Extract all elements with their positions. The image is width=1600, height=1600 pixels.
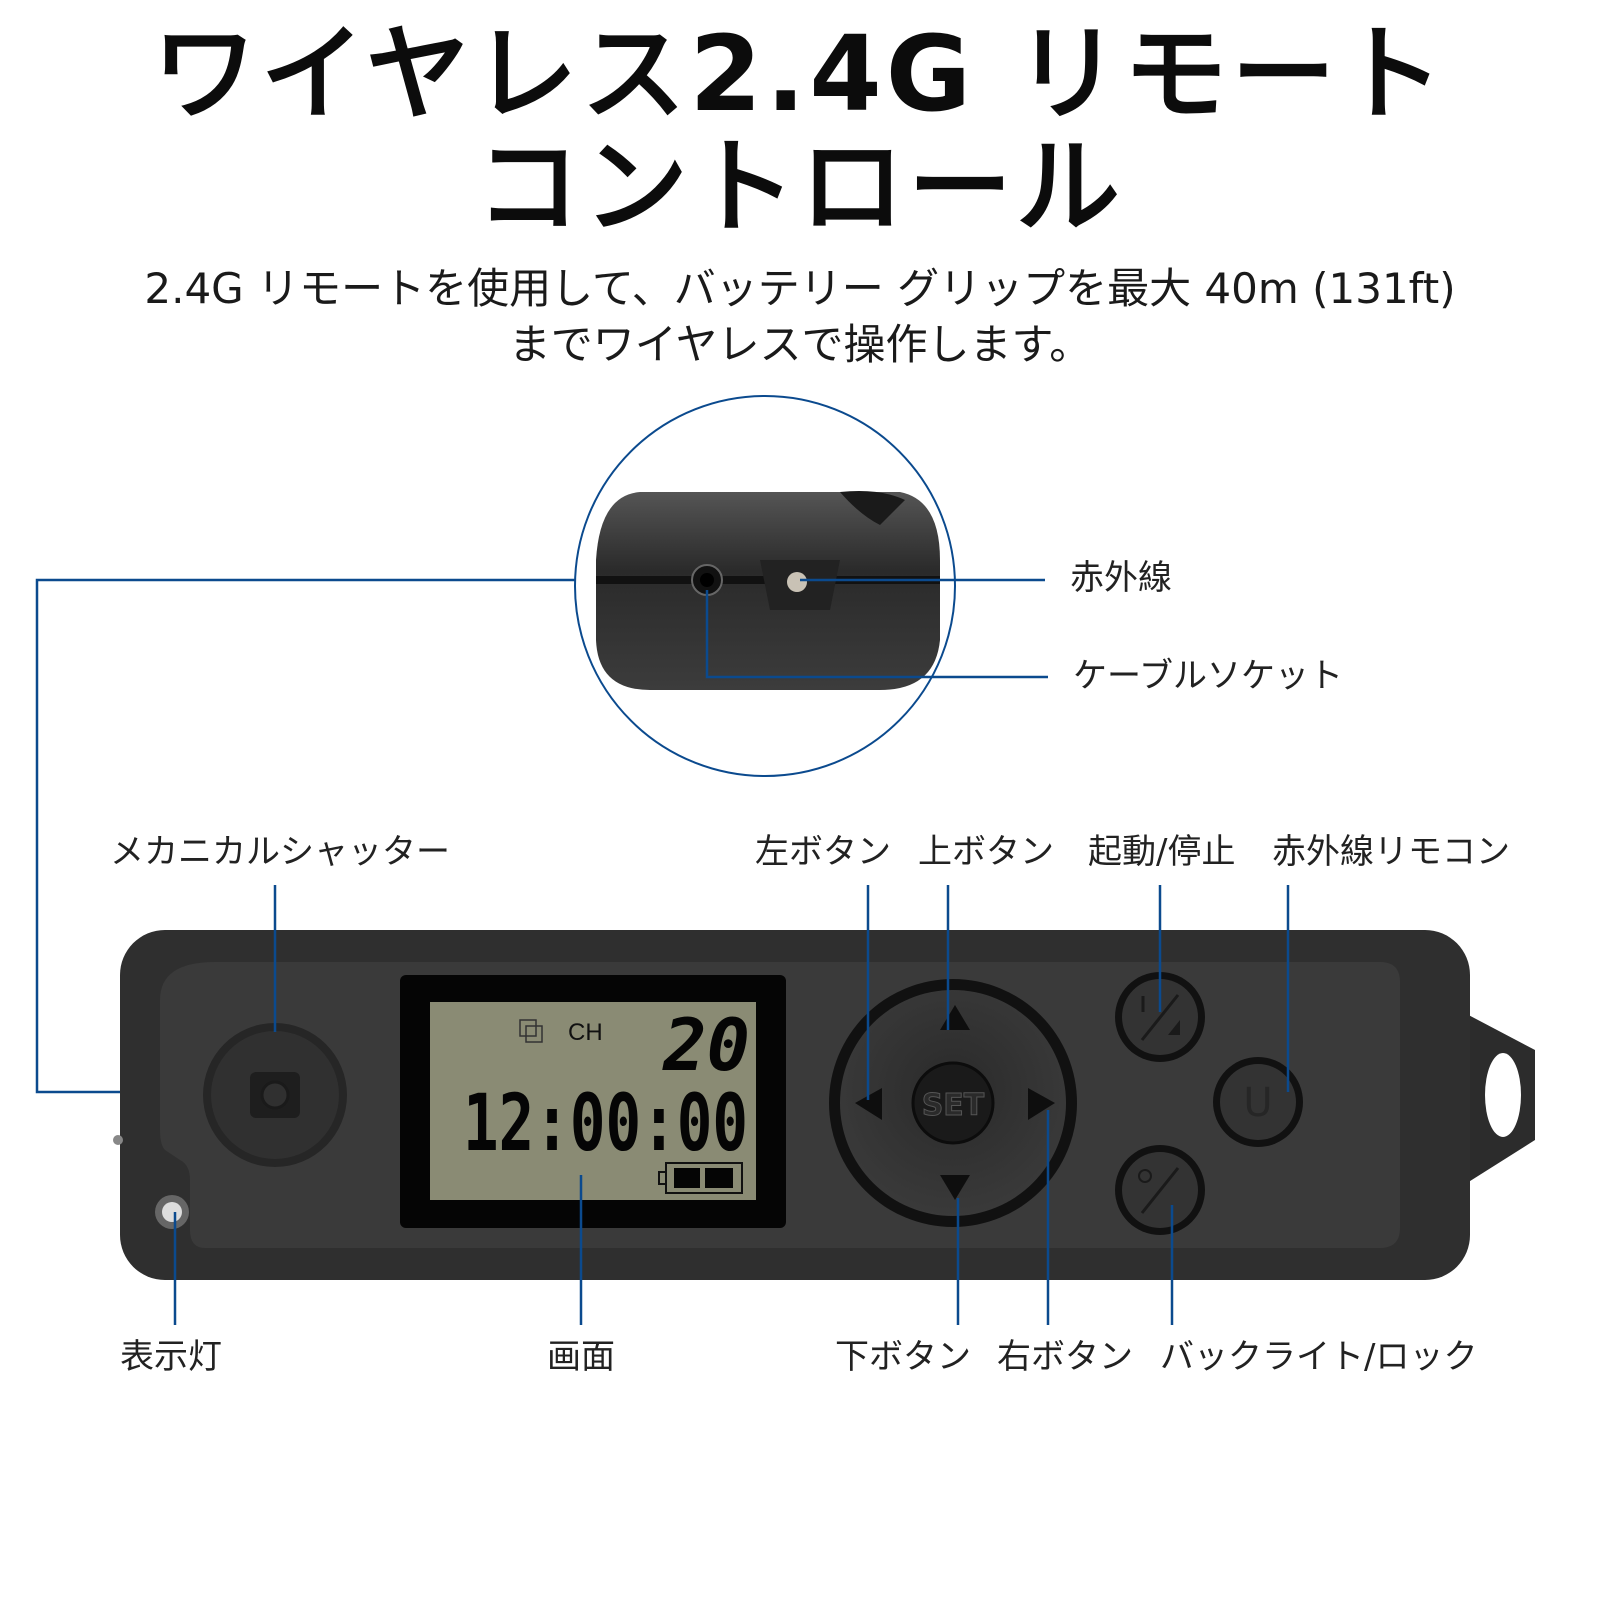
play-pause-icon bbox=[1140, 994, 1180, 1041]
dpad: SET bbox=[829, 979, 1077, 1227]
start-stop-button[interactable] bbox=[1115, 972, 1205, 1062]
label-indicator: 表示灯 bbox=[120, 1337, 222, 1377]
title-line-1: ワイヤレス2.4G リモート bbox=[152, 13, 1448, 135]
mechanical-shutter-button[interactable] bbox=[203, 1023, 347, 1167]
label-backlight-lock: バックライト/ロック bbox=[1160, 1337, 1478, 1377]
label-infrared: 赤外線 bbox=[1070, 558, 1172, 598]
lcd-channel: 20 bbox=[661, 1003, 750, 1087]
label-left-button: 左ボタン bbox=[755, 832, 891, 872]
set-button[interactable]: SET bbox=[911, 1061, 995, 1145]
backlight-lock-button[interactable] bbox=[1115, 1145, 1205, 1235]
subtitle-line-1: 2.4G リモートを使用して、バッテリー グリップを最大 40m (131ft) bbox=[144, 264, 1456, 313]
ir-remote-glyph: U bbox=[1243, 1080, 1272, 1126]
backlight-lock-icon bbox=[1140, 1167, 1180, 1214]
label-mechanical-shutter: メカニカルシャッター bbox=[110, 832, 450, 872]
leader-lines bbox=[35, 578, 1290, 1325]
multi-shot-icon bbox=[519, 1019, 537, 1037]
label-ir-remote: 赤外線リモコン bbox=[1272, 832, 1510, 872]
label-up-button: 上ボタン bbox=[918, 832, 1054, 872]
infrared-emitter-icon bbox=[787, 572, 807, 592]
down-button[interactable] bbox=[940, 1175, 970, 1200]
right-button[interactable] bbox=[1028, 1088, 1055, 1120]
ir-remote-button[interactable]: U bbox=[1213, 1057, 1303, 1147]
label-start-stop: 起動/停止 bbox=[1088, 832, 1236, 872]
left-button[interactable] bbox=[855, 1088, 882, 1120]
lcd-time: 12:00:00 bbox=[463, 1079, 748, 1169]
label-screen: 画面 bbox=[547, 1337, 615, 1377]
battery-icon bbox=[658, 1162, 743, 1194]
label-down-button: 下ボタン bbox=[835, 1337, 971, 1377]
title-line-2: コントロール bbox=[475, 126, 1124, 248]
lcd-mode: CH bbox=[568, 1019, 603, 1046]
label-cable-socket: ケーブルソケット bbox=[1073, 656, 1343, 696]
label-right-button: 右ボタン bbox=[997, 1337, 1133, 1377]
indicator-light bbox=[155, 1195, 189, 1229]
set-label: SET bbox=[922, 1088, 985, 1123]
top-view-inset bbox=[574, 395, 956, 777]
subtitle-line-2: までワイヤレスで操作します。 bbox=[508, 320, 1092, 369]
lcd-screen: CH 20 12:00:00 bbox=[400, 975, 786, 1228]
